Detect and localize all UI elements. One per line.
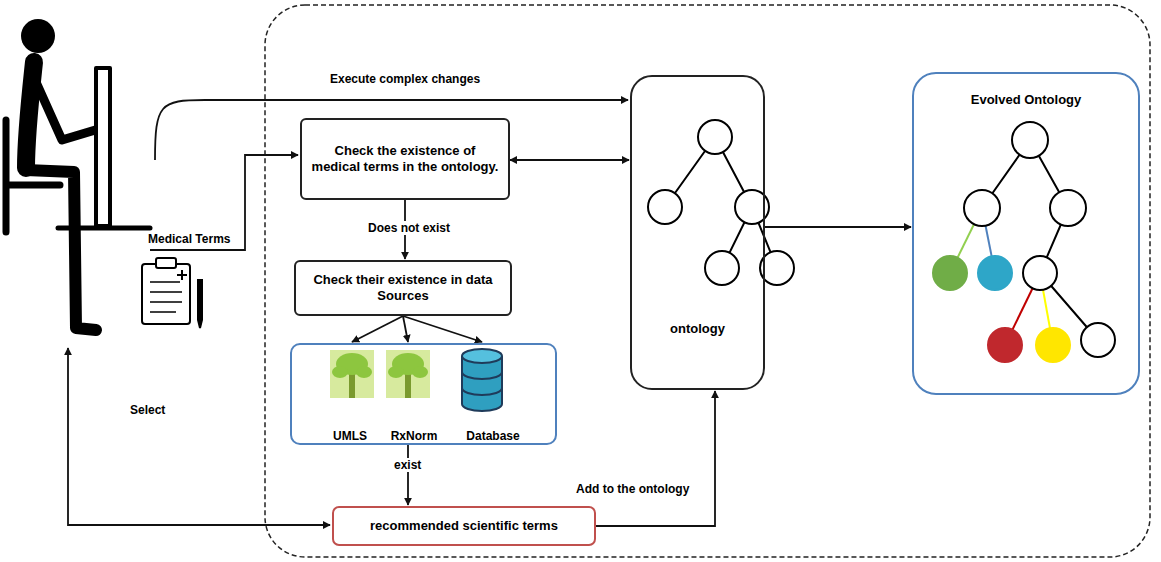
annotation-label: Select: [128, 403, 167, 417]
node-text: UMLS: [320, 429, 380, 444]
edge-label: Does not exist: [366, 221, 452, 235]
rxnorm-tree-icon: [386, 350, 430, 398]
evolved-ontology-box: Evolved Ontology: [912, 72, 1140, 395]
edge-label: Add to the ontology: [574, 482, 691, 496]
node-text: Evolved Ontology: [914, 92, 1138, 108]
connector: [408, 445, 409, 505]
node-text: Check the existence of medical terms in …: [310, 143, 500, 176]
connector-line: [407, 445, 409, 505]
clipboard-icon: [142, 258, 202, 328]
system-boundary: [265, 5, 1150, 557]
connector: [352, 316, 482, 342]
umls-tree-icon: [330, 350, 374, 398]
connector-line: [403, 316, 408, 342]
ontology-box: ontology: [630, 75, 765, 390]
data-source-group: UMLS RxNorm Database: [290, 343, 557, 445]
evolved-tree: [933, 122, 1115, 362]
process-box: Check their existence in data Sources: [294, 260, 512, 316]
annotation-label: Medical Terms: [146, 232, 232, 246]
ontology-tree: [648, 120, 794, 285]
result-box: recommended scientific terms: [332, 506, 596, 546]
user-figure: [6, 19, 150, 330]
connector-line: [596, 391, 715, 526]
node-text: recommended scientific terms: [370, 518, 558, 534]
connector: [510, 160, 629, 161]
process-box: Check the existence of medical terms in …: [300, 118, 510, 200]
node-text: ontology: [632, 321, 763, 337]
connector-line: [765, 226, 911, 228]
connector-line: [352, 316, 403, 342]
annotation-label: Execute complex changes: [328, 72, 482, 86]
edge-label: exist: [392, 458, 423, 472]
connector: [596, 391, 715, 526]
database-icon: [462, 349, 502, 411]
node-text: Check their existence in data Sources: [304, 272, 502, 305]
connector-line: [510, 159, 629, 161]
node-text: Database: [458, 429, 528, 444]
node-text: RxNorm: [384, 429, 444, 444]
connector: [765, 227, 911, 228]
connector-line: [403, 316, 482, 342]
